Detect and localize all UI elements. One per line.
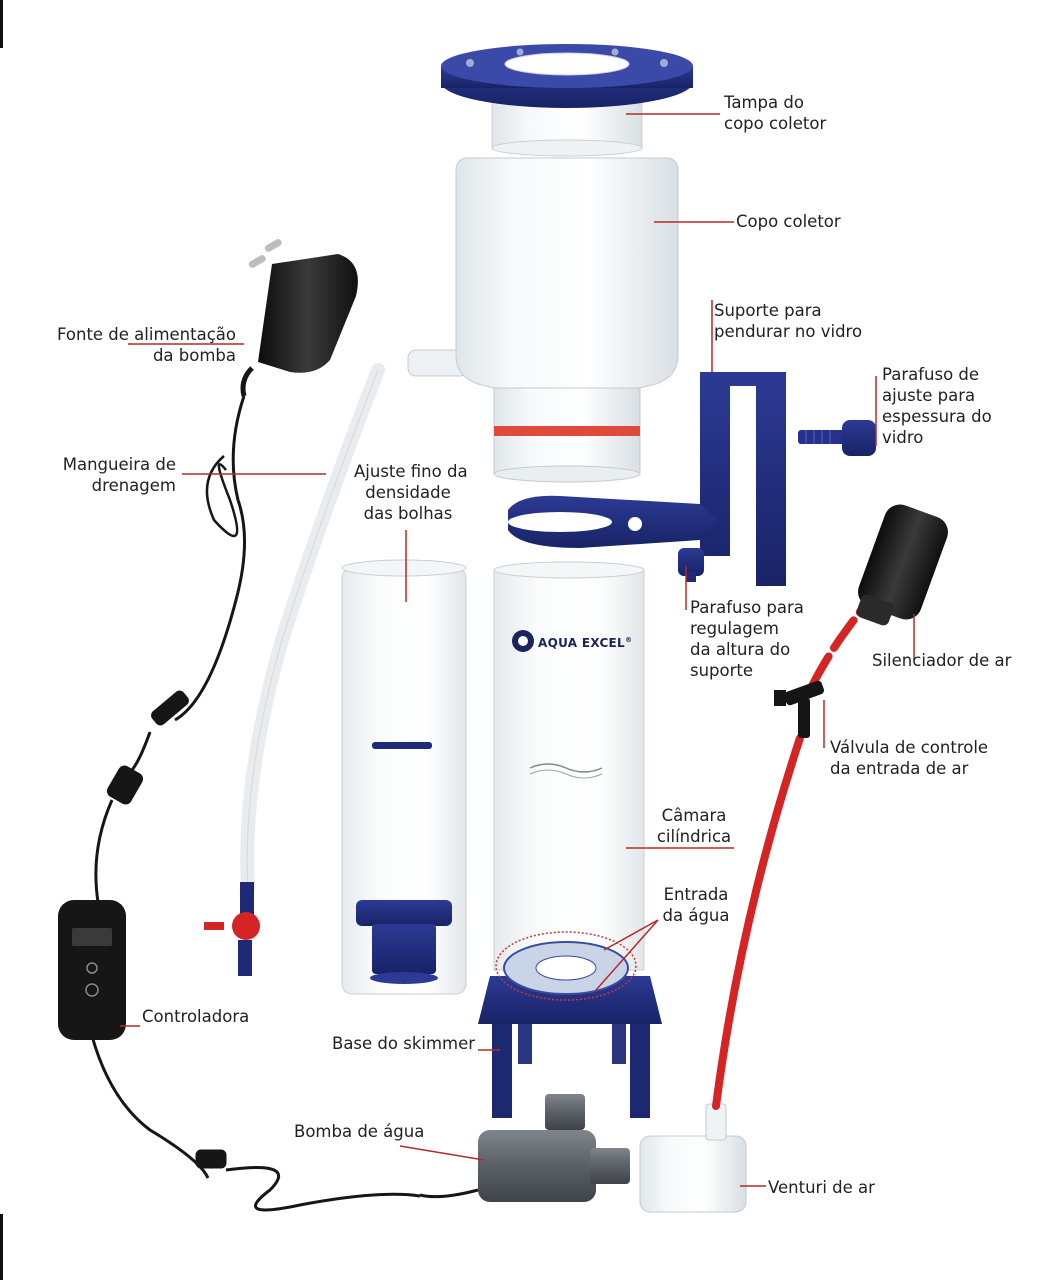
power-adapter [240,239,358,397]
collector-cup [407,157,679,483]
water-pump [419,1094,630,1202]
height-screw [678,548,704,582]
skimmer-base [478,931,662,1118]
fine-adjust-tube [341,559,467,995]
label-air-silencer: Silenciador de ar [872,651,1012,670]
label-collector-cup: Copo coletor [736,212,841,231]
thickness-screw [798,420,876,456]
brand-logo: AQUA EXCEL® [538,636,633,650]
label-controller: Controladora [142,1007,250,1026]
controller-box [58,900,126,1040]
air-control-valve [774,680,825,738]
label-water-pump: Bomba de água [294,1122,425,1141]
drain-hose [204,363,385,976]
label-skimmer-base: Base do skimmer [332,1034,476,1053]
air-silencer [856,504,948,626]
power-cables [90,395,421,1212]
left-edge-mark-top [0,0,3,48]
air-venturi [639,1103,747,1213]
label-air-venturi: Venturi de ar [768,1178,875,1197]
air-tube [712,608,864,1110]
leader-lines [120,113,915,1187]
glass-hanging-bracket [508,372,786,586]
cylindrical-chamber [493,561,645,971]
collector-lid [441,44,693,157]
left-edge-mark-bottom [0,1214,3,1280]
